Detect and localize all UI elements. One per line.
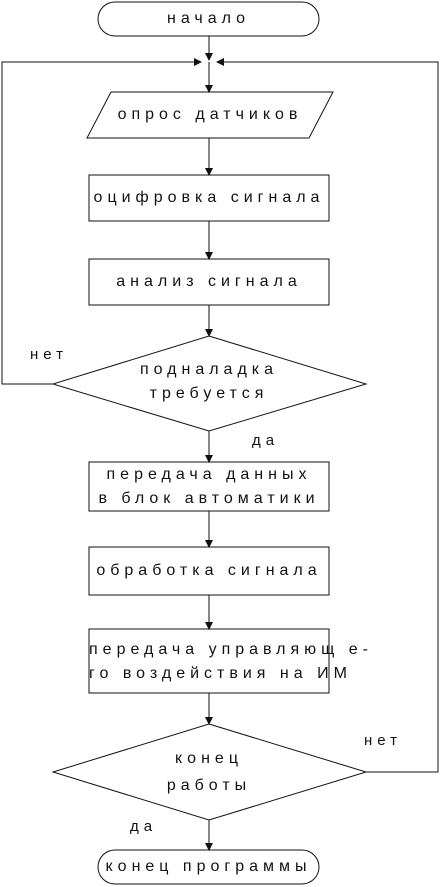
transfer-line1: передача данных [106,466,312,483]
control-line1: передача управляющ е- [89,641,373,658]
analyze-label: анализ сигнала [116,273,302,290]
loop-back-left [1,58,202,385]
poll-sensors-label: опрос датчиков [117,106,303,123]
decision1-no-label: нет [30,346,68,363]
decision2-line2: работы [166,777,252,794]
decision2-yes-label: да [130,818,158,835]
process-signal-label: обработка сигнала [96,562,322,579]
loop-back-right [216,58,439,773]
digitize-label: оцифровка сигнала [93,189,325,206]
end-label: конец программы [105,858,312,875]
control-line2: го воздействия на ИМ [89,665,352,682]
decision2-line1: конец [175,750,243,767]
start-label: начало [166,10,251,27]
decision1-line2: требуется [149,385,269,402]
transfer-line2: в блок автоматики [98,490,320,507]
decision1-yes-label: да [252,432,280,449]
decision2-no-label: нет [364,732,402,749]
decision1-line1: подналадка [139,361,279,378]
poll-sensors-parallelogram [86,91,334,139]
